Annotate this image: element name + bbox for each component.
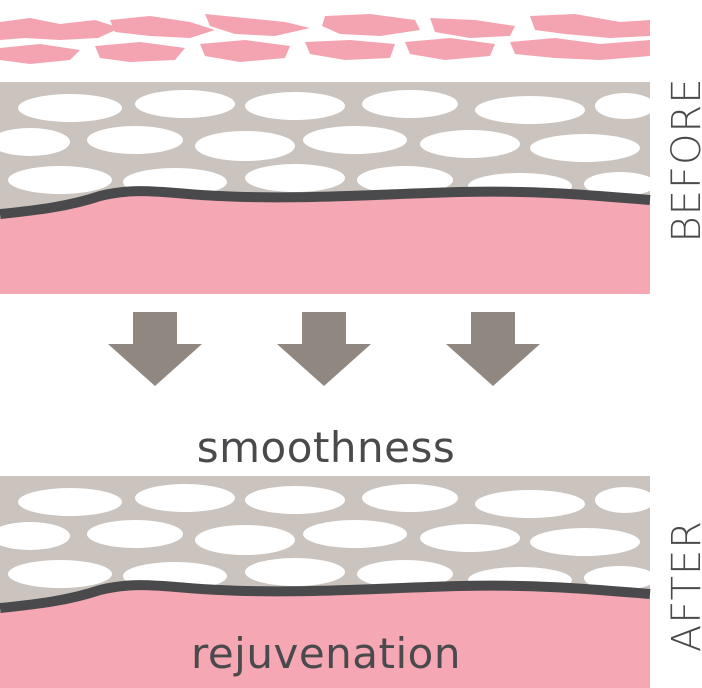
smoothness-caption: smoothness	[197, 423, 456, 472]
cell	[0, 522, 70, 550]
flake	[510, 38, 650, 60]
basement-membrane	[0, 580, 651, 613]
cell	[357, 560, 453, 588]
cell	[195, 525, 295, 555]
flake	[95, 42, 185, 62]
cell	[530, 134, 640, 162]
flake	[430, 18, 515, 38]
cell	[420, 130, 520, 158]
flake	[322, 14, 420, 36]
after-panel: rejuvenation AFTER	[0, 476, 702, 688]
flake	[0, 18, 120, 40]
cell	[135, 484, 235, 512]
cell	[18, 488, 122, 516]
cell	[0, 128, 70, 156]
dermis-layer	[0, 195, 650, 294]
cell	[245, 92, 345, 120]
cell	[87, 126, 183, 154]
basement-membrane	[0, 186, 651, 219]
before-label: BEFORE	[664, 77, 702, 242]
flake	[110, 16, 215, 38]
cell	[245, 164, 345, 192]
cell	[8, 560, 112, 588]
flake	[305, 40, 395, 60]
down-arrow-icon	[446, 312, 540, 386]
down-arrow-icon	[108, 312, 202, 386]
cell	[584, 566, 656, 590]
cell	[195, 131, 295, 161]
flake	[200, 40, 290, 62]
cell	[245, 486, 345, 514]
cell	[475, 96, 585, 124]
cell	[135, 90, 235, 118]
cell	[357, 166, 453, 194]
dermis-layer	[0, 589, 650, 688]
down-arrow-icon	[277, 312, 371, 386]
cell	[595, 487, 655, 513]
cell	[303, 520, 407, 548]
cell	[362, 484, 458, 512]
cell	[595, 93, 655, 119]
dead-skin-flakes	[0, 14, 650, 64]
transition-arrows	[108, 312, 540, 386]
cell	[530, 528, 640, 556]
cell	[362, 90, 458, 118]
cell	[584, 172, 656, 196]
cell	[87, 520, 183, 548]
rejuvenation-caption: rejuvenation	[191, 629, 461, 678]
cell	[303, 126, 407, 154]
flake	[530, 14, 650, 38]
flake	[205, 14, 310, 36]
before-panel: BEFORE	[0, 14, 702, 294]
cell	[8, 166, 112, 194]
cells	[0, 90, 656, 199]
cell	[18, 94, 122, 122]
flake	[0, 44, 80, 64]
cells	[0, 484, 656, 593]
cell	[475, 490, 585, 518]
cell	[245, 558, 345, 586]
cell	[420, 524, 520, 552]
after-label: AFTER	[664, 520, 702, 652]
flake	[405, 38, 495, 60]
